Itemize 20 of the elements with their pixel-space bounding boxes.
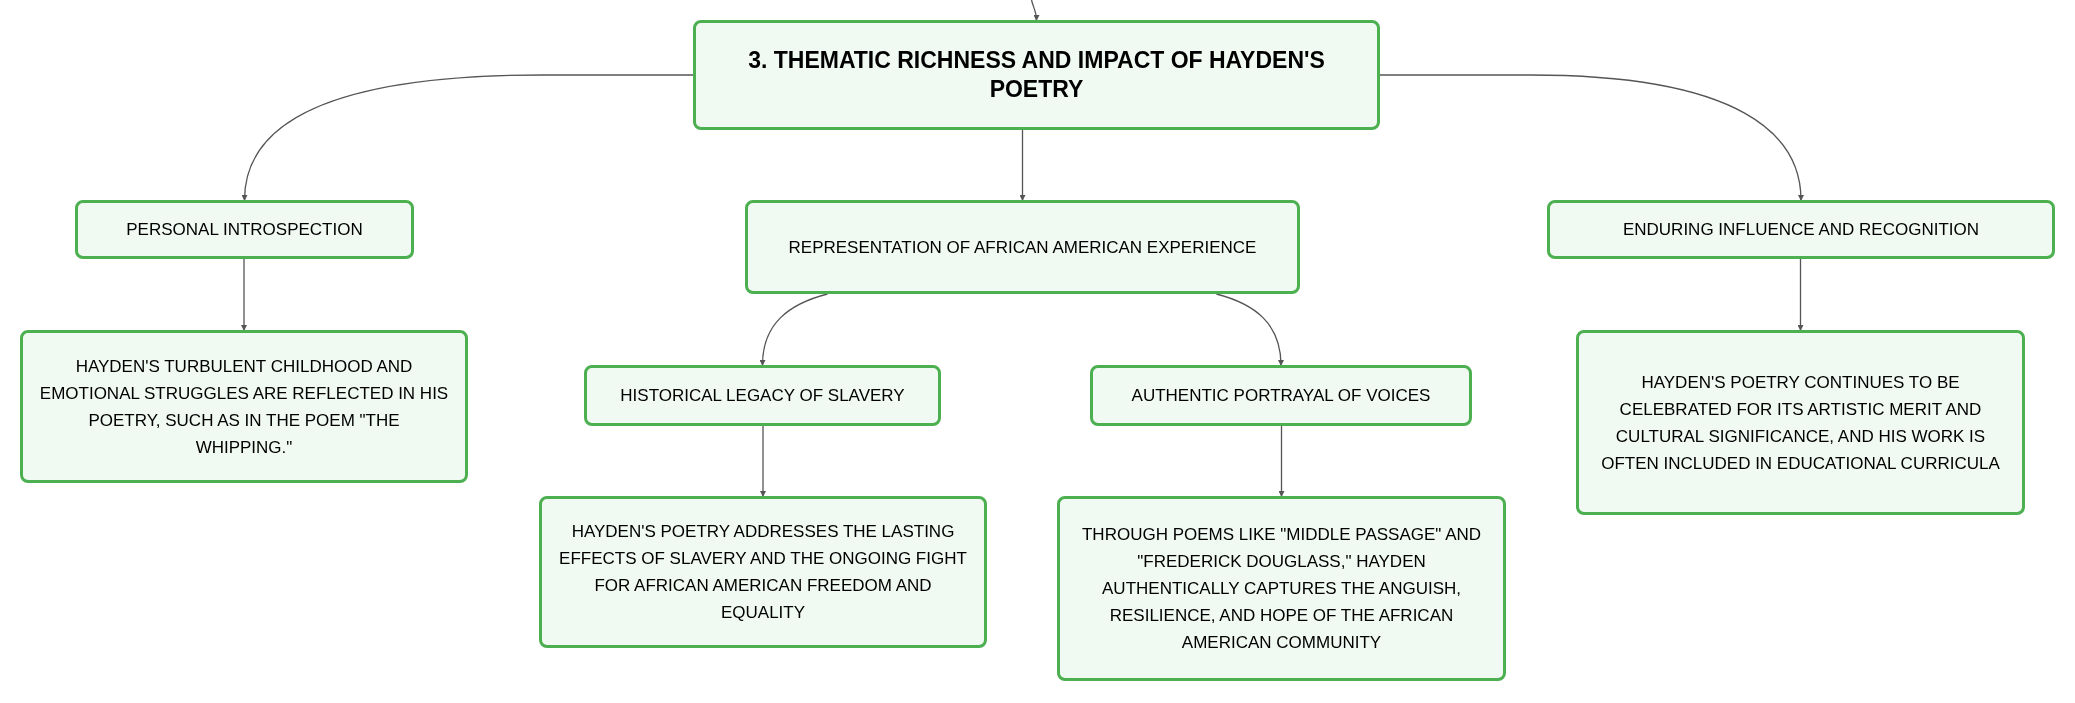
subtopic-box: REPRESENTATION OF AFRICAN AMERICAN EXPERIENCE: [745, 200, 1300, 294]
subtopic-box: PERSONAL INTROSPECTION: [75, 200, 414, 259]
subtopic-box: HISTORICAL LEGACY OF SLAVERY: [584, 365, 941, 426]
connector-line: [1278, 425, 1285, 497]
connector-line: [241, 258, 247, 331]
connector-line: [759, 293, 829, 366]
connector-line: [1215, 293, 1284, 366]
subtopic-box: HAYDEN'S POETRY ADDRESSES THE LASTING EFFECTS OF SLAVERY AND THE ONGOING FIGHT FOR AFRICAN AMERICAN FREEDOM AND EQUALITY: [539, 496, 987, 648]
connector-line: [1379, 74, 1804, 201]
subtopic-box: THROUGH POEMS LIKE "MIDDLE PASSAGE" AND "FREDERICK DOUGLASS," HAYDEN AUTHENTICALLY CAPTURES THE ANGUISH, RESILIENCE, AND HOPE OF THE AFRICAN AMERICAN COMMUNITY: [1057, 496, 1506, 681]
topic-box: 3. THEMATIC RICHNESS AND IMPACT OF HAYDEN'S POETRY: [693, 20, 1380, 130]
subtopic-box: ENDURING INFLUENCE AND RECOGNITION: [1547, 200, 2055, 259]
subtopic-box: HAYDEN'S TURBULENT CHILDHOOD AND EMOTIONAL STRUGGLES ARE REFLECTED IN HIS POETRY, SUCH AS IN THE POEM "THE WHIPPING.": [20, 330, 468, 483]
subtopic-box: HAYDEN'S POETRY CONTINUES TO BE CELEBRATED FOR ITS ARTISTIC MERIT AND CULTURAL SIGNIFICANCE, AND HIS WORK IS OFTEN INCLUDED IN EDUCATIONAL CURRICULA: [1576, 330, 2025, 515]
connector-line: [760, 425, 766, 497]
connector-line: [1030, 0, 1040, 21]
connector-line: [1019, 129, 1026, 201]
connector-line: [1797, 258, 1804, 331]
connector-line: [241, 74, 694, 201]
subtopic-box: AUTHENTIC PORTRAYAL OF VOICES: [1090, 365, 1472, 426]
